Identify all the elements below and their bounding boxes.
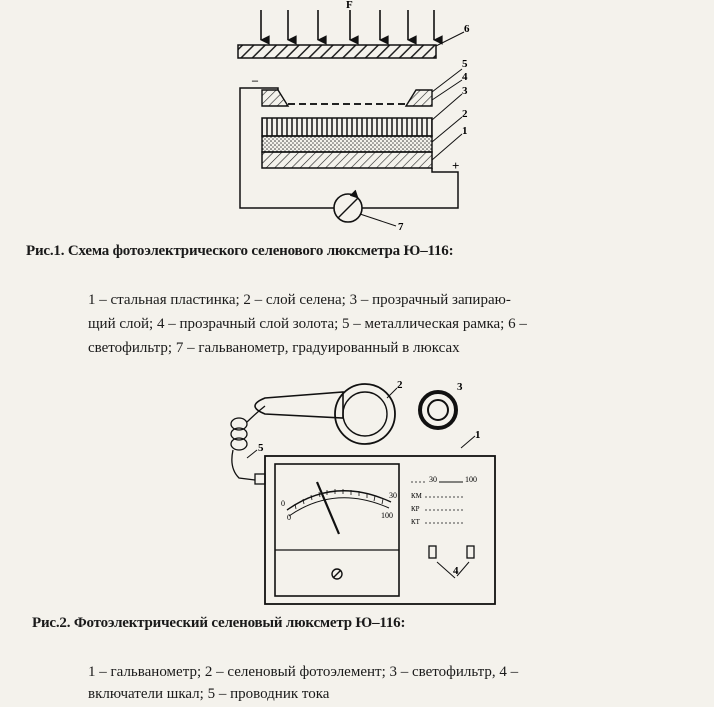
dial-number: 0 (287, 513, 291, 522)
legend-1-line: щий слой; 4 – прозрачный слой золота; 5 … (88, 316, 527, 332)
panel-scale-label: 100 (465, 475, 477, 484)
photocell-housing (254, 391, 344, 419)
range-switch-left (428, 545, 437, 559)
panel-row-label: КМ (411, 492, 423, 500)
coiled-cable (230, 405, 266, 481)
dial-window (274, 463, 400, 597)
figure-2-luxmeter: 2 3 5 1 (230, 379, 496, 605)
light-arrows (260, 10, 443, 45)
galvanometer-body (264, 455, 496, 605)
dial-number: 100 (381, 511, 393, 520)
minus-terminal: – (251, 73, 259, 87)
figure-2-legend: 1 – гальванометр; 2 – селеновый фотоэлем… (88, 660, 688, 706)
panel-scale-label: 30 (429, 475, 437, 484)
metal-frame-left (261, 89, 290, 107)
legend-1-line: 1 – стальная пластинка; 2 – слой селена;… (88, 292, 511, 308)
barrier-layer (261, 117, 433, 137)
label-2: 2 (462, 108, 468, 120)
selenium-layer (261, 135, 433, 153)
figure-1-legend: 1 – стальная пластинка; 2 – слой селена;… (88, 288, 688, 360)
selenium-photocell (334, 383, 396, 445)
label-7: 7 (398, 221, 404, 233)
fig2-label-2: 2 (397, 379, 403, 391)
label-5: 5 (462, 58, 468, 70)
figure-1-schematic: F 6 5 4 3 2 1 (237, 0, 470, 233)
legend-2-line: 1 – гальванометр; 2 – селеновый фотоэлем… (88, 664, 519, 680)
steel-plate (261, 151, 433, 169)
label-4: 4 (462, 71, 468, 83)
circuit-wires (239, 87, 459, 209)
dial-needle (315, 481, 341, 535)
light-flux-label: F (346, 0, 353, 11)
legend-1-line: светофильтр; 7 – гальванометр, градуиров… (88, 340, 460, 356)
zero-adjust-screw (331, 568, 343, 580)
range-switch-right (466, 545, 475, 559)
dial-scale (286, 490, 392, 511)
panel-row-label: КТ (411, 518, 421, 526)
light-filter-ring (418, 390, 458, 430)
fig2-label-1: 1 (475, 429, 481, 441)
panel-row-label: КР (411, 505, 420, 513)
figure-1-caption: Рис.1. Схема фотоэлектрического селеново… (26, 243, 454, 259)
plus-terminal: + (452, 158, 459, 173)
galvanometer-symbol (333, 193, 363, 223)
dial-number: 0 (281, 499, 285, 508)
light-filter-layer (237, 44, 437, 59)
dial-number: 30 (389, 491, 397, 500)
figure-2-caption: Рис.2. Фотоэлектрический селеновый люксм… (32, 615, 406, 631)
fig2-label-4: 4 (453, 565, 459, 577)
fig2-label-5: 5 (258, 442, 264, 454)
fig2-label-3: 3 (457, 381, 463, 393)
scale-panel: 30 100 КМ КР КТ (411, 475, 477, 526)
metal-frame-right (404, 89, 433, 107)
cable-plug (254, 473, 266, 485)
label-6: 6 (464, 23, 470, 35)
label-1: 1 (462, 125, 468, 137)
label-3: 3 (462, 85, 468, 97)
legend-2-line: включатели шкал; 5 – проводник тока (88, 686, 330, 702)
